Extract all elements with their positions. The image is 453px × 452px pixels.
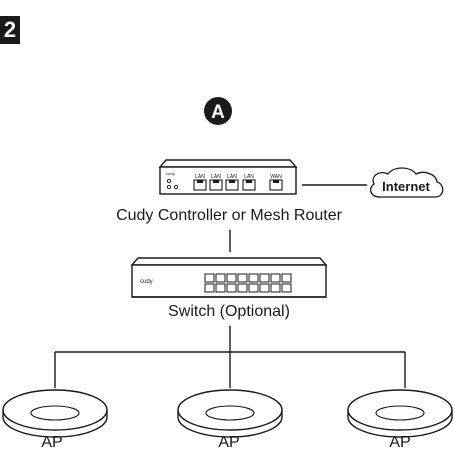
router-port-label: LAN xyxy=(244,174,254,180)
router-port-label: LAN xyxy=(227,174,237,180)
switch-ports xyxy=(204,273,292,293)
router-port-lan-2: LAN xyxy=(209,174,223,191)
router-port-label: WAN xyxy=(270,174,282,180)
router-port-lan-1: LAN xyxy=(193,174,207,191)
switch-device: cudy xyxy=(130,257,328,298)
ap-label-left: AP xyxy=(41,434,63,451)
switch-caption: Switch (Optional) xyxy=(168,303,290,320)
internet-label: Internet xyxy=(382,179,430,194)
router-port-wan: WAN xyxy=(269,174,283,191)
router-port-label: LAN xyxy=(195,174,205,180)
router-port-lan-3: LAN xyxy=(225,174,239,191)
access-point-right xyxy=(347,389,453,438)
diagram-marker-letter: A xyxy=(211,102,225,123)
access-point-left xyxy=(2,389,108,438)
step-number-badge: 2 xyxy=(0,16,20,44)
ap-label-right: AP xyxy=(389,434,411,451)
router-port-label: LAN xyxy=(211,174,221,180)
diagram-marker-a: A xyxy=(204,97,232,125)
switch-brand-label: cudy xyxy=(140,279,153,285)
access-point-center xyxy=(177,389,283,438)
router-caption: Cudy Controller or Mesh Router xyxy=(116,207,342,224)
ap-label-center: AP xyxy=(218,434,240,451)
router-port-lan-4: LAN xyxy=(242,174,256,191)
router-device: cudy LAN LAN LAN LAN xyxy=(158,159,298,195)
router-brand-label: cudy xyxy=(166,171,174,176)
internet-cloud: Internet xyxy=(369,167,444,198)
